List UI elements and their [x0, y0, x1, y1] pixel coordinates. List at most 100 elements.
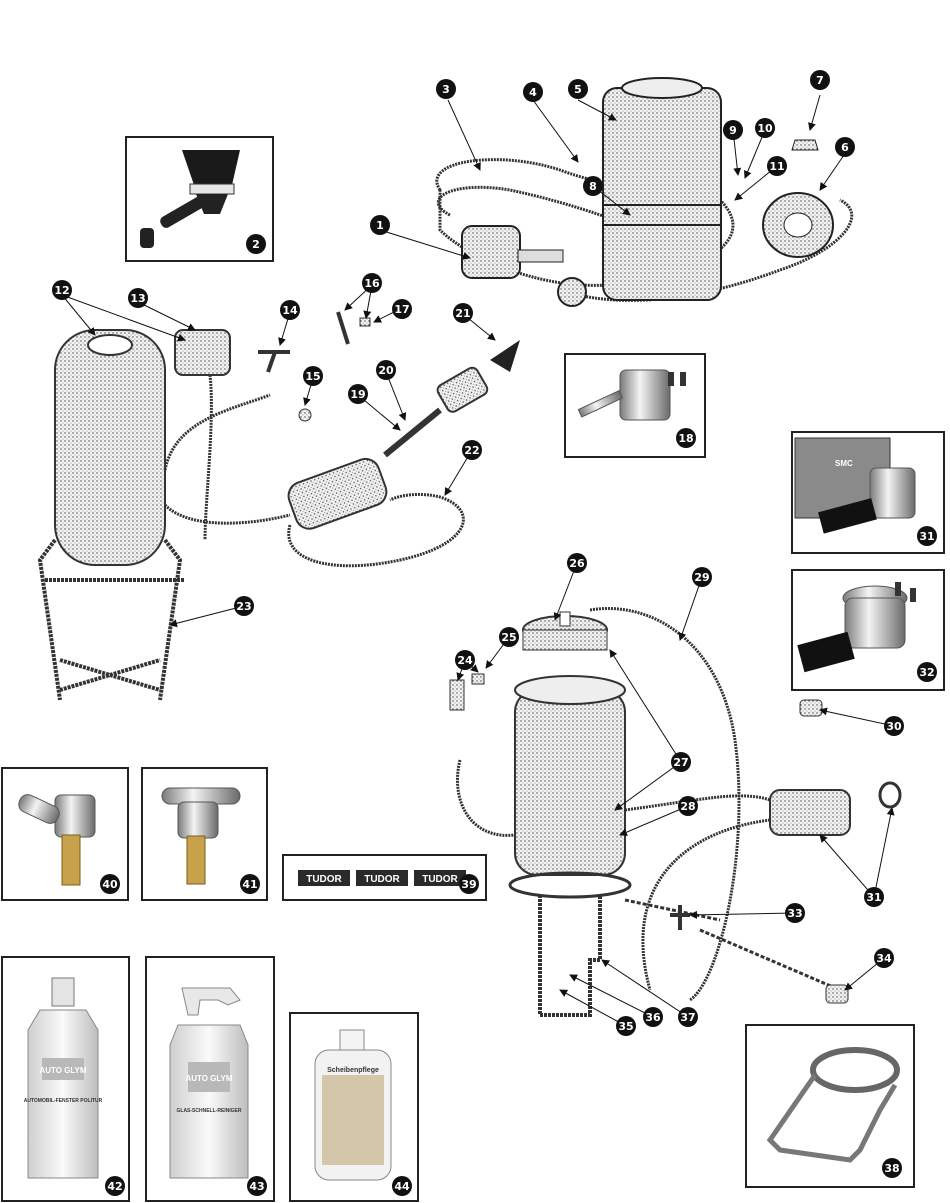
callout-35: 35 — [616, 1016, 636, 1036]
tudor-badge-2: TUDOR — [364, 874, 400, 885]
svg-text:12: 12 — [54, 284, 69, 297]
callout-26: 26 — [567, 553, 587, 573]
svg-text:33: 33 — [787, 907, 802, 920]
callout-14: 14 — [280, 300, 300, 320]
svg-text:41: 41 — [242, 878, 257, 891]
svg-text:38: 38 — [884, 1162, 899, 1175]
svg-text:36: 36 — [645, 1011, 661, 1024]
part-39-box: TUDOR TUDOR TUDOR — [282, 854, 487, 901]
callout-2: 2 — [246, 234, 266, 254]
svg-text:1: 1 — [376, 219, 384, 232]
part-44-box: Scheibenpflege — [289, 1012, 419, 1202]
part-42-box: AUTO GLYM AUTOMOBIL-FENSTER POLITUR — [1, 956, 130, 1202]
svg-text:16: 16 — [364, 277, 380, 290]
svg-text:25: 25 — [501, 631, 516, 644]
callout-4: 4 — [523, 82, 543, 102]
callout-11: 11 — [767, 156, 787, 176]
svg-text:8: 8 — [589, 180, 597, 193]
svg-text:24: 24 — [457, 654, 473, 667]
svg-text:19: 19 — [350, 388, 365, 401]
svg-text:17: 17 — [394, 303, 409, 316]
svg-text:23: 23 — [236, 600, 251, 613]
svg-text:31: 31 — [866, 891, 881, 904]
svg-text:29: 29 — [694, 571, 709, 584]
callout-16: 16 — [362, 273, 382, 293]
callout-15: 15 — [303, 366, 323, 386]
callouts: 1 2 3 4 5 6 7 8 9 10 11 12 13 14 15 16 1… — [52, 70, 937, 1196]
tudor-badge-3: TUDOR — [422, 874, 458, 885]
svg-text:2: 2 — [252, 238, 260, 251]
svg-text:7: 7 — [816, 74, 824, 87]
callout-29: 29 — [692, 567, 712, 587]
svg-text:15: 15 — [305, 370, 320, 383]
callout-13: 13 — [128, 288, 148, 308]
svg-text:27: 27 — [673, 756, 688, 769]
callout-1: 1 — [370, 215, 390, 235]
washer-kit-top — [435, 77, 854, 307]
callout-41: 41 — [240, 874, 260, 894]
svg-text:44: 44 — [394, 1180, 410, 1193]
callout-44: 44 — [392, 1176, 412, 1196]
svg-text:37: 37 — [680, 1011, 695, 1024]
callout-30: 30 — [884, 716, 904, 736]
box-31-brand: SMC — [835, 459, 853, 468]
callout-37: 37 — [678, 1007, 698, 1027]
svg-text:10: 10 — [757, 122, 773, 135]
callout-28: 28 — [678, 796, 698, 816]
callout-42: 42 — [105, 1176, 125, 1196]
svg-text:42: 42 — [107, 1180, 122, 1193]
callout-5: 5 — [568, 79, 588, 99]
svg-text:32: 32 — [919, 666, 934, 679]
callout-38: 38 — [882, 1158, 902, 1178]
callout-36: 36 — [643, 1007, 663, 1027]
svg-text:6: 6 — [841, 141, 849, 154]
part-40-box — [1, 767, 129, 901]
part-18-box — [564, 353, 706, 458]
callout-31: 31 — [864, 887, 884, 907]
autoglym-brand-42: AUTO GLYM — [39, 1066, 86, 1075]
svg-text:40: 40 — [102, 878, 118, 891]
part-41-box — [141, 767, 268, 901]
callout-39: 39 — [459, 874, 479, 894]
svg-text:34: 34 — [876, 952, 892, 965]
washer-kit-right — [449, 607, 902, 1017]
svg-text:18: 18 — [678, 432, 693, 445]
svg-text:21: 21 — [455, 307, 470, 320]
callout-21: 21 — [453, 303, 473, 323]
svg-text:26: 26 — [569, 557, 585, 570]
svg-text:22: 22 — [464, 444, 479, 457]
svg-text:28: 28 — [680, 800, 695, 813]
tudor-badge-1: TUDOR — [306, 874, 342, 885]
svg-text:9: 9 — [729, 124, 737, 137]
washer-kit-left — [37, 311, 520, 701]
callout-3: 3 — [436, 79, 456, 99]
callout-43: 43 — [247, 1176, 267, 1196]
callout-12: 12 — [52, 280, 72, 300]
callout-24: 24 — [455, 650, 475, 670]
callout-40: 40 — [100, 874, 120, 894]
callout-33: 33 — [785, 903, 805, 923]
callout-6: 6 — [835, 137, 855, 157]
part-2-box — [125, 136, 274, 262]
svg-text:14: 14 — [282, 304, 298, 317]
callout-20: 20 — [376, 360, 396, 380]
callout-18: 18 — [676, 428, 696, 448]
callout-31-box: 31 — [917, 526, 937, 546]
callout-25: 25 — [499, 627, 519, 647]
callout-10: 10 — [755, 118, 775, 138]
autoglym-product-42: AUTOMOBIL-FENSTER POLITUR — [24, 1098, 103, 1104]
svg-text:35: 35 — [618, 1020, 633, 1033]
callout-23: 23 — [234, 596, 254, 616]
svg-text:4: 4 — [529, 86, 537, 99]
callout-8: 8 — [583, 176, 603, 196]
callout-34: 34 — [874, 948, 894, 968]
svg-text:5: 5 — [574, 83, 582, 96]
part-43-box: AUTO GLYM GLAS-SCHNELL-REINIGER — [145, 956, 275, 1202]
callout-19: 19 — [348, 384, 368, 404]
callout-9: 9 — [723, 120, 743, 140]
svg-text:13: 13 — [130, 292, 145, 305]
bottle-44-label: Scheibenpflege — [327, 1067, 379, 1074]
svg-text:39: 39 — [461, 878, 476, 891]
svg-text:20: 20 — [378, 364, 394, 377]
